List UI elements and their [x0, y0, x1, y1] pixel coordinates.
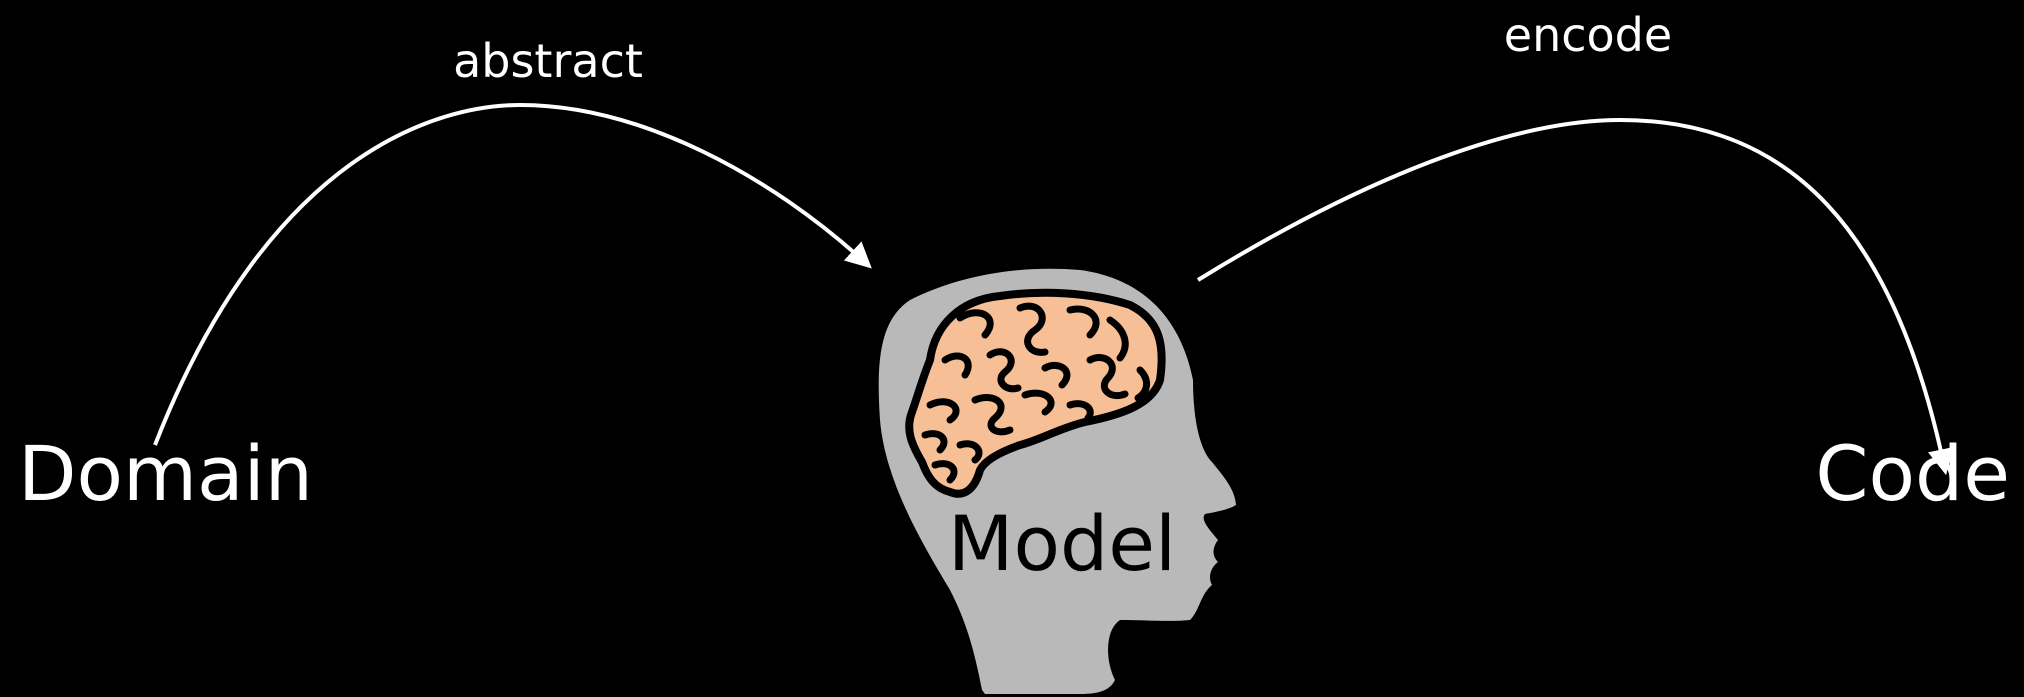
abstract-arrow — [153, 102, 872, 446]
encode-arrow — [1196, 117, 1954, 476]
encode-edge-label: encode — [1504, 8, 1672, 62]
brain-folds — [921, 302, 1150, 484]
abstract-edge-label: abstract — [453, 34, 643, 88]
model-node-label: Model — [948, 499, 1176, 588]
domain-node-label: Domain — [18, 429, 313, 518]
code-node-label: Code — [1815, 429, 2010, 518]
head-icon — [878, 268, 1236, 694]
